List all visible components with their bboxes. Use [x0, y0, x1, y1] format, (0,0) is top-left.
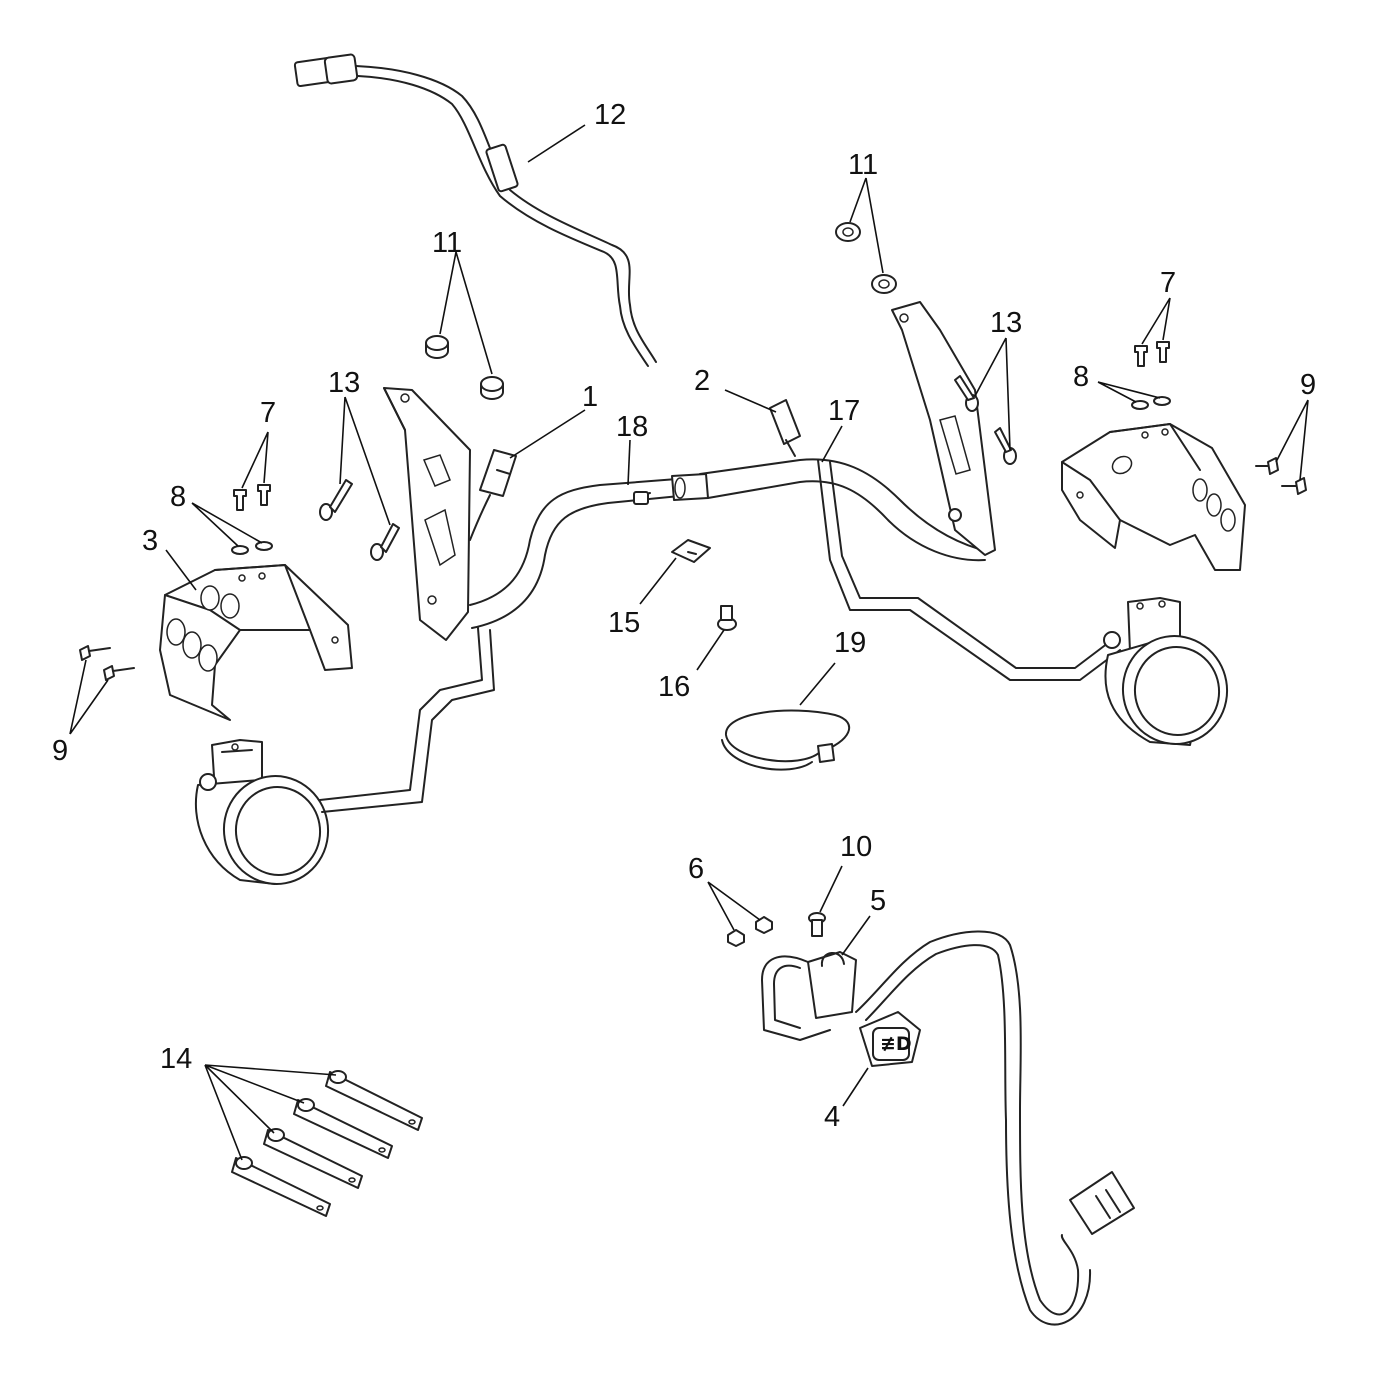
- part-19-cable-tie: [721, 709, 850, 771]
- callout-12: 12: [594, 99, 626, 131]
- callout-4: 4: [824, 1101, 840, 1133]
- callout-8-right: 8: [1073, 361, 1089, 393]
- callout-13-right: 13: [990, 307, 1022, 339]
- fog-lamp-left: [194, 739, 330, 885]
- callout-labels: 12 11 11 7 13 8 9 7 13 1 2 18 17 8 3 15 …: [52, 99, 1316, 1133]
- callout-14: 14: [160, 1043, 192, 1075]
- part-9-bolts-left: [79, 645, 135, 681]
- part-5-switch-bracket: [761, 951, 857, 1041]
- part-6-nuts: [727, 916, 773, 947]
- part-13-pins-left: [319, 479, 400, 561]
- callout-9-left: 9: [52, 735, 68, 767]
- callout-3: 3: [142, 525, 158, 557]
- part-7-screws-right: [1134, 341, 1170, 367]
- part-1-connector: [469, 449, 517, 541]
- callout-2: 2: [694, 365, 710, 397]
- callout-10: 10: [840, 831, 872, 863]
- left-lamp-lead: [319, 627, 495, 813]
- switch-harness: [855, 930, 1135, 1326]
- callout-8-left: 8: [170, 481, 186, 513]
- part-8-washers-right: [1131, 396, 1171, 410]
- lamp-bracket-right: [1061, 423, 1246, 571]
- callout-1: 1: [582, 381, 598, 413]
- part-16-screw: [717, 605, 737, 631]
- part-7-screws-left: [233, 484, 271, 511]
- callout-7-right: 7: [1160, 267, 1176, 299]
- callout-5: 5: [870, 885, 886, 917]
- part-8-washers-left: [231, 541, 273, 555]
- mounting-plate-left: [383, 387, 471, 641]
- part-11-grommet-left-a: [425, 335, 449, 359]
- leader-lines: [69, 124, 1309, 1161]
- callout-13-left: 13: [328, 367, 360, 399]
- callout-19: 19: [834, 627, 866, 659]
- fog-lamp-right: [1103, 597, 1229, 746]
- callout-18: 18: [616, 411, 648, 443]
- callout-17: 17: [828, 395, 860, 427]
- part-9-bolts-right: [1255, 457, 1307, 495]
- part-3-lamp-bracket-left: [159, 564, 353, 721]
- callout-15: 15: [608, 607, 640, 639]
- callout-6: 6: [688, 853, 704, 885]
- part-12-harness-lead: [293, 53, 657, 367]
- mounting-plate-right: [891, 301, 996, 556]
- part-15-clip: [671, 539, 711, 563]
- part-11-grommet-right-b: [871, 274, 897, 294]
- main-harness-bar: [469, 458, 991, 629]
- callout-16: 16: [658, 671, 690, 703]
- callout-7-left: 7: [260, 397, 276, 429]
- callout-9-right: 9: [1300, 369, 1316, 401]
- part-2-connector: [769, 399, 801, 457]
- part-14-straps: [231, 1070, 423, 1217]
- callout-11-left: 11: [432, 227, 462, 259]
- part-10-screw: [808, 912, 826, 937]
- part-11-grommet-right-a: [835, 222, 861, 242]
- part-4-fog-light-switch: ≢D: [859, 1011, 921, 1067]
- right-lamp-lead: [817, 459, 1121, 681]
- callout-11-right: 11: [848, 149, 878, 181]
- fog-light-symbol-icon: ≢D: [880, 1033, 912, 1055]
- part-11-grommet-left-b: [480, 376, 504, 400]
